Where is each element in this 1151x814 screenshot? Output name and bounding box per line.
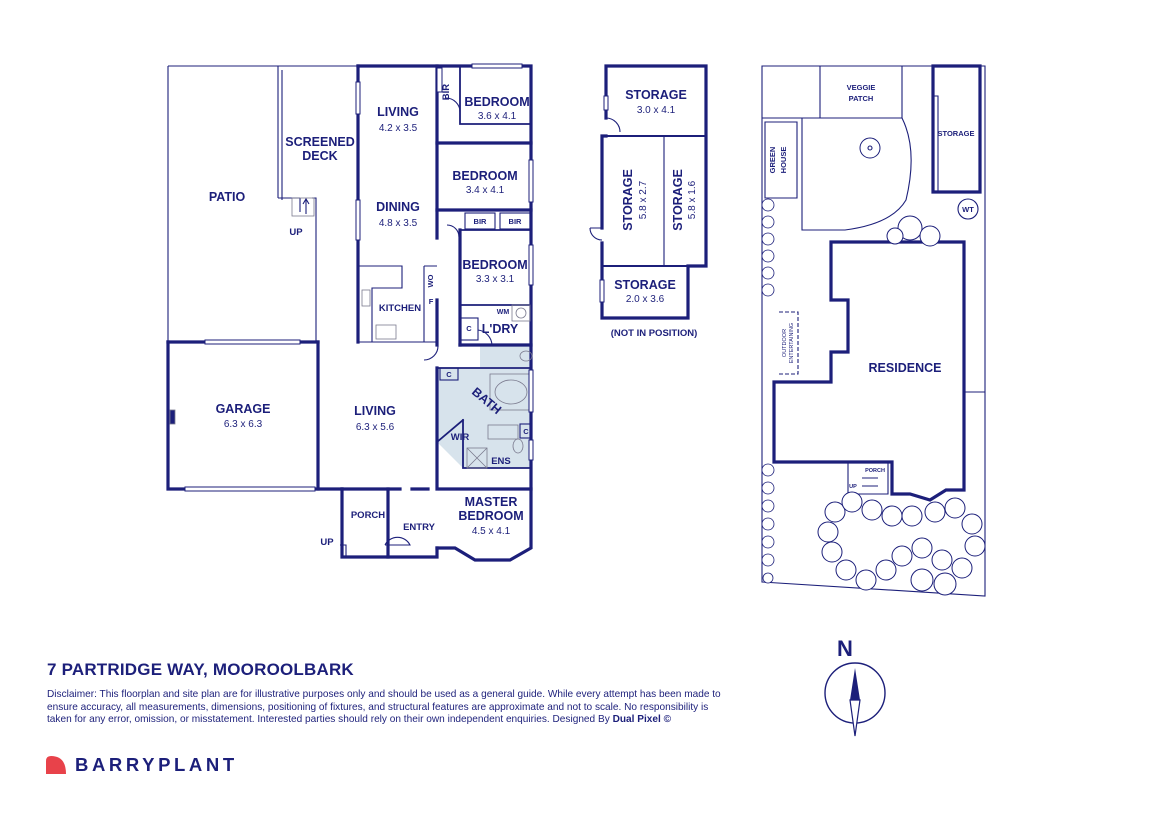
site-storage-label: STORAGE (938, 129, 975, 138)
room-label-wir: WIR (451, 432, 470, 443)
room-label-screened-deck-2: DECK (302, 149, 337, 163)
room-label-bedroom-3: BEDROOM (462, 258, 527, 272)
room-label-bedroom-1: BEDROOM (464, 95, 529, 109)
label-up-deck: UP (289, 227, 303, 238)
site-greenhouse-label-1: GREEN (768, 147, 777, 174)
storage-bottom-size: 2.0 x 3.6 (626, 294, 665, 305)
storage-bottom-label: STORAGE (614, 278, 676, 292)
brand-mark-icon (46, 756, 66, 774)
site-greenhouse-label-2: HOUSE (779, 147, 788, 174)
room-label-kitchen: KITCHEN (379, 303, 421, 314)
site-residence-label: RESIDENCE (869, 361, 942, 375)
disclaimer: Disclaimer: This floorplan and site plan… (47, 689, 732, 727)
room-label-screened-deck-1: SCREENED (285, 135, 354, 149)
site-up-label: UP (849, 484, 857, 490)
brand-logo: BARRYPLANT (45, 754, 238, 776)
room-label-patio: PATIO (209, 190, 246, 204)
storage-mid-right-size: 5.8 x 1.6 (687, 180, 698, 219)
room-label-laundry: L'DRY (482, 322, 519, 336)
brand-name: BARRYPLANT (75, 754, 238, 775)
site-wt-label: WT (962, 205, 974, 214)
label-up-porch: UP (320, 537, 334, 548)
site-outdoor-label-1: OUTDOOR (782, 329, 788, 357)
storage-top-size: 3.0 x 4.1 (637, 105, 676, 116)
storage-mid-left-size: 5.8 x 2.7 (638, 180, 649, 219)
storage-mid-right-label: STORAGE (671, 169, 685, 231)
room-label-dining: DINING (376, 200, 420, 214)
room-label-entry: ENTRY (403, 522, 436, 533)
storage-mid-left-label: STORAGE (621, 169, 635, 231)
label-bir-right: BIR (509, 217, 523, 226)
label-c-ensuite: C (523, 427, 529, 436)
main-floorplan: PATIO SCREENED DECK LIVING 4.2 x 3.5 DIN… (166, 63, 534, 562)
site-veggie-label-1: VEGGIE (847, 83, 876, 92)
room-label-porch: PORCH (351, 510, 385, 521)
room-size-master-bedroom: 4.5 x 4.1 (472, 526, 511, 537)
label-wm: WM (497, 309, 510, 316)
storage-plan: STORAGE 3.0 x 4.1 STORAGE 5.8 x 2.7 STOR… (589, 64, 708, 339)
room-size-bedroom-3: 3.3 x 3.1 (476, 274, 515, 285)
label-bir-top: BIR (441, 84, 452, 101)
storage-top-label: STORAGE (625, 88, 687, 102)
site-outdoor-label-2: ENTERTAINING (789, 323, 795, 363)
property-address: 7 PARTRIDGE WAY, MOOROOLBARK (47, 660, 354, 679)
label-fridge: F (429, 297, 434, 306)
storage-not-in-position-note: (NOT IN POSITION) (611, 328, 698, 339)
room-label-bedroom-2: BEDROOM (452, 169, 517, 183)
compass: N (824, 636, 886, 737)
label-wo: WO (426, 274, 435, 287)
label-c-laundry: C (466, 324, 472, 333)
room-label-ensuite: ENS (491, 456, 511, 467)
room-label-master-bedroom-2: BEDROOM (458, 509, 523, 523)
site-plan: VEGGIE PATCH GREEN HOUSE STORAGE WT RESI… (761, 64, 986, 597)
room-label-living-upper: LIVING (377, 105, 419, 119)
room-size-dining: 4.8 x 3.5 (379, 218, 418, 229)
designer-credit: Dual Pixel © (612, 714, 672, 725)
disclaimer-text: Disclaimer: This floorplan and site plan… (47, 689, 721, 725)
room-size-garage: 6.3 x 6.3 (224, 419, 263, 430)
compass-north-label: N (837, 636, 853, 661)
room-size-living-lower: 6.3 x 5.6 (356, 422, 395, 433)
site-porch-label: PORCH (865, 468, 885, 474)
room-label-master-bedroom-1: MASTER (465, 495, 518, 509)
room-size-living-upper: 4.2 x 3.5 (379, 123, 418, 134)
room-size-bedroom-1: 3.6 x 4.1 (478, 111, 517, 122)
label-bir-left: BIR (474, 217, 488, 226)
room-label-garage: GARAGE (216, 402, 271, 416)
site-veggie-label-2: PATCH (849, 94, 874, 103)
label-c-bath: C (446, 370, 452, 379)
room-label-living-lower: LIVING (354, 404, 396, 418)
room-size-bedroom-2: 3.4 x 4.1 (466, 185, 505, 196)
